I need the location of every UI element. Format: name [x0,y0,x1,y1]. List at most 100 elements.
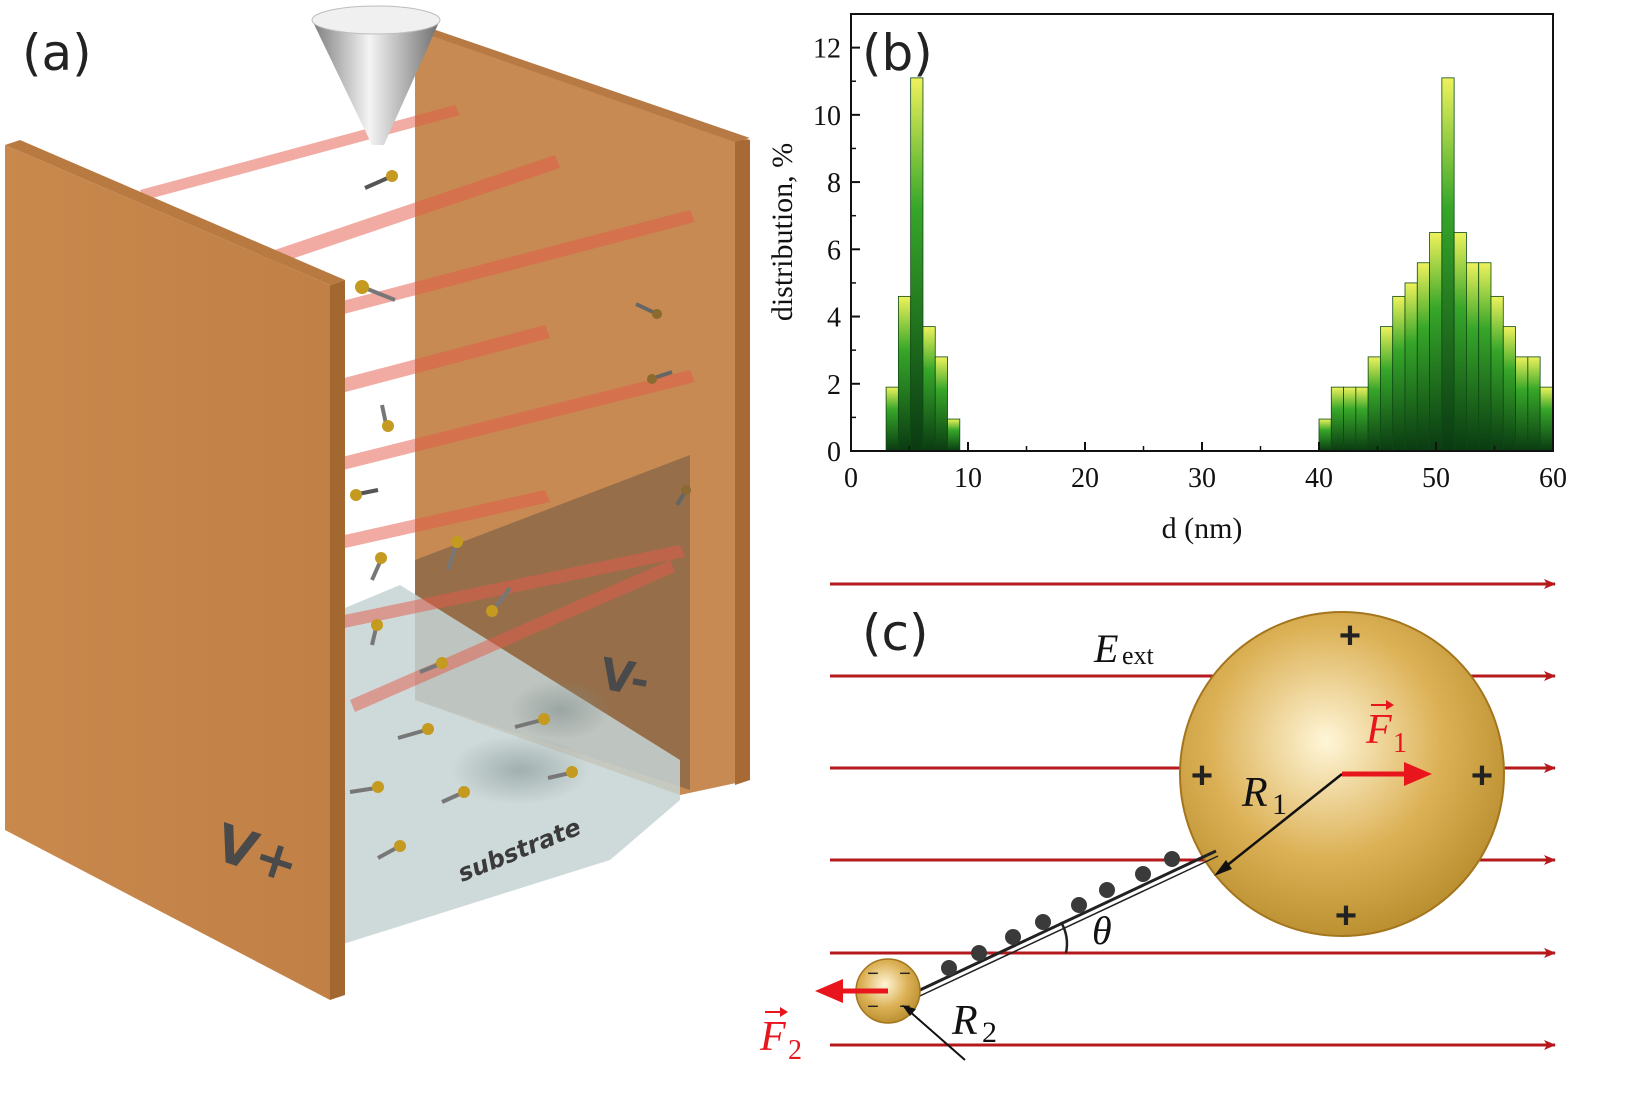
histogram-bar [1539,386,1553,452]
histogram-bar [1392,295,1406,452]
r1-subscript: 1 [1272,788,1287,821]
y-tick-label: 10 [813,101,841,132]
panel-a-label: (a) [22,24,92,82]
y-tick-label: 4 [827,303,841,334]
field-subscript: ext [1122,641,1155,670]
x-tick-label: 30 [1188,463,1216,494]
positive-plate: V+ [5,140,345,1000]
f2-subscript: 2 [788,1035,802,1066]
y-tick-label: 0 [827,437,841,468]
angle-symbol: θ [1092,908,1112,953]
linker-atom [1099,882,1115,898]
y-tick-label: 6 [827,235,841,266]
histogram-bar [885,386,899,452]
r2-arrowhead [902,1005,916,1016]
histogram-bar [1478,262,1492,452]
y-tick-label: 8 [827,168,841,199]
histogram-bar [910,77,924,452]
linker-atom [1135,866,1151,882]
nanoparticle-dimer [380,404,394,432]
f1-symbol: F [1365,707,1392,753]
histogram-bar [1527,356,1541,452]
panel-b-label: (b) [862,24,933,82]
field-label: E ext [1093,626,1155,671]
y-axis-title: distribution, % [766,143,799,321]
nanoparticles [349,170,691,860]
nanoparticle-dimer [370,552,387,581]
histogram-bar [1502,326,1516,452]
x-tick-label: 10 [954,463,982,494]
plus-sign-top: + [1339,615,1361,657]
panel-c: (c) E ext + + + + θ [759,579,1556,1066]
panel-c-label: (c) [862,604,929,662]
angle-arc [1059,921,1069,954]
f1-subscript: 1 [1393,728,1407,759]
nanoparticle-dimer [370,619,383,646]
axis-ticks: 0 10 20 30 40 50 60 0 2 4 6 8 10 12 [813,34,1567,494]
force-f2: F 2 [759,979,888,1066]
linker-atom [971,945,987,961]
plus-sign-right: + [1471,755,1493,797]
y-tick-label: 2 [827,370,841,401]
histogram-bar [1318,418,1332,452]
nanoparticle-dimer [419,657,448,674]
minus-sign: − [899,963,911,985]
nanoparticle-dimer [377,840,406,860]
f2-symbol: F [759,1014,786,1060]
nanoparticle-dimer [364,170,398,190]
nanoparticle-dimer [486,586,512,617]
linker-chain [887,849,1219,1011]
x-tick-label: 0 [844,463,858,494]
nanoparticle-dimer [647,370,673,384]
panel-b: 0 10 20 30 40 50 60 0 2 4 6 8 10 12 (b) d (nm) distri… [766,13,1567,545]
field-rods [140,105,695,712]
x-tick-label: 20 [1071,463,1099,494]
histogram-bar [1466,262,1480,452]
nanoparticle-dimer [349,781,384,794]
histogram-bar [1343,386,1357,452]
spray-nozzle [311,5,441,145]
histogram-bar [1441,77,1455,452]
r1-radius-line [1219,773,1343,872]
r2-subscript: 2 [982,1016,997,1049]
histogram-bar [1367,356,1381,452]
histogram-bar [922,326,936,452]
plus-sign-bottom: + [1335,895,1357,937]
linker-atom [941,960,957,976]
linker-atom [1164,851,1180,867]
histogram-bar [1380,326,1394,452]
y-tick-label: 12 [813,34,841,65]
r1-symbol: R [1241,770,1268,816]
panel-a: (a) V- substrate [5,5,750,1000]
nanoparticle-dimer [397,723,434,740]
histogram-bar [947,418,961,452]
minus-sign: − [867,963,879,985]
r1-label: R 1 [1241,770,1287,821]
histogram-bar [934,356,948,452]
nanoparticle-dimer [514,713,550,729]
x-tick-label: 60 [1539,463,1567,494]
linker-atom [1005,929,1021,945]
minus-sign: − [867,996,879,1018]
histogram-bar [1429,232,1443,452]
histogram-bar [1416,262,1430,452]
x-tick-label: 40 [1305,463,1333,494]
plus-sign-left: + [1191,755,1213,797]
r2-label: R 2 [951,998,997,1049]
x-tick-label: 50 [1422,463,1450,494]
f1-vector-head [1386,700,1394,710]
r2-symbol: R [951,998,978,1044]
negative-plate-label: V- [596,649,653,708]
histogram-bar [1404,282,1418,452]
nanoparticle-dimer [355,280,396,302]
force-f1: F 1 [1342,700,1432,786]
histogram-bar [897,295,912,452]
histogram-bar [1330,386,1344,452]
field-symbol: E [1093,626,1118,671]
r1-arrowhead [1214,860,1232,876]
nanoparticle-dimer [350,488,379,501]
x-axis-title: d (nm) [1162,512,1243,545]
nanoparticle-dimer [635,302,662,319]
nanoparticle-dimer [441,786,470,804]
